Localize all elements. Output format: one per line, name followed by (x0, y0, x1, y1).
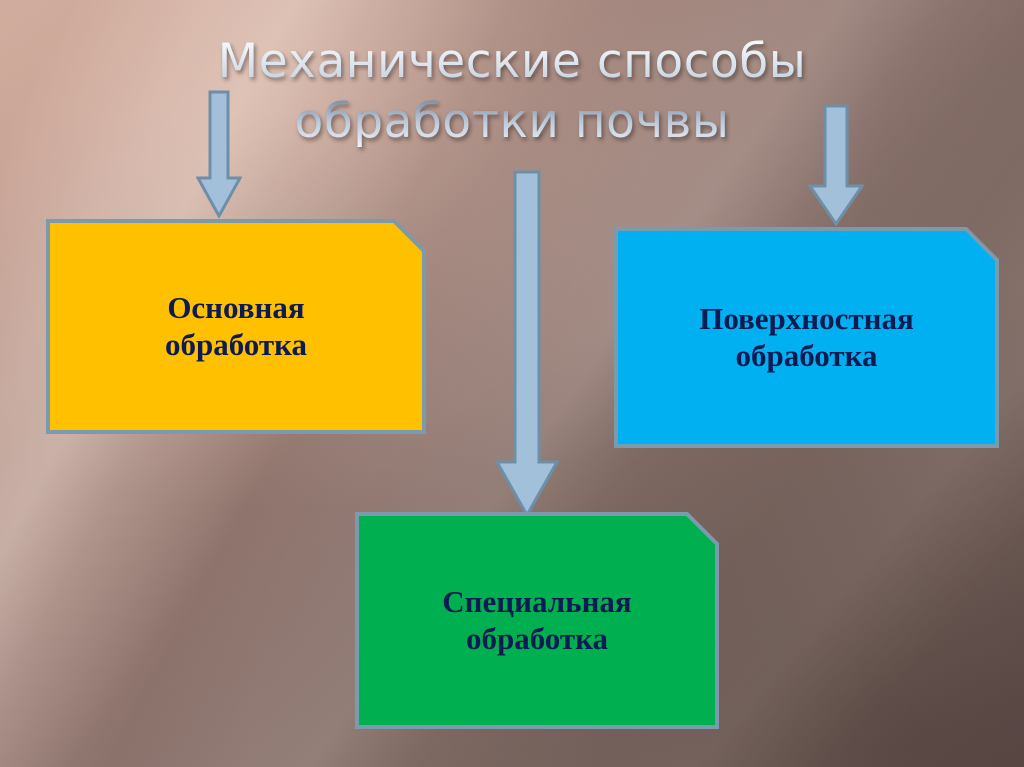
box-special-shape (355, 512, 719, 729)
arrow-down-icon-right (808, 104, 864, 226)
slide-title: Механические способы обработки почвы (0, 32, 1024, 152)
arrow-down-icon-middle (494, 170, 560, 518)
box-special-label: Специальная обработка (442, 583, 632, 656)
box-surface-tillage[interactable]: Поверхностная обработка (614, 227, 999, 448)
box-basic-shape (46, 219, 426, 434)
box-surface-shape (614, 227, 999, 448)
box-basic-tillage[interactable]: Основная обработка (46, 219, 426, 434)
box-basic-label: Основная обработка (164, 289, 308, 362)
arrow-down-icon-left (196, 90, 242, 218)
box-surface-label: Поверхностная обработка (699, 300, 914, 373)
box-special-tillage[interactable]: Специальная обработка (355, 512, 719, 729)
